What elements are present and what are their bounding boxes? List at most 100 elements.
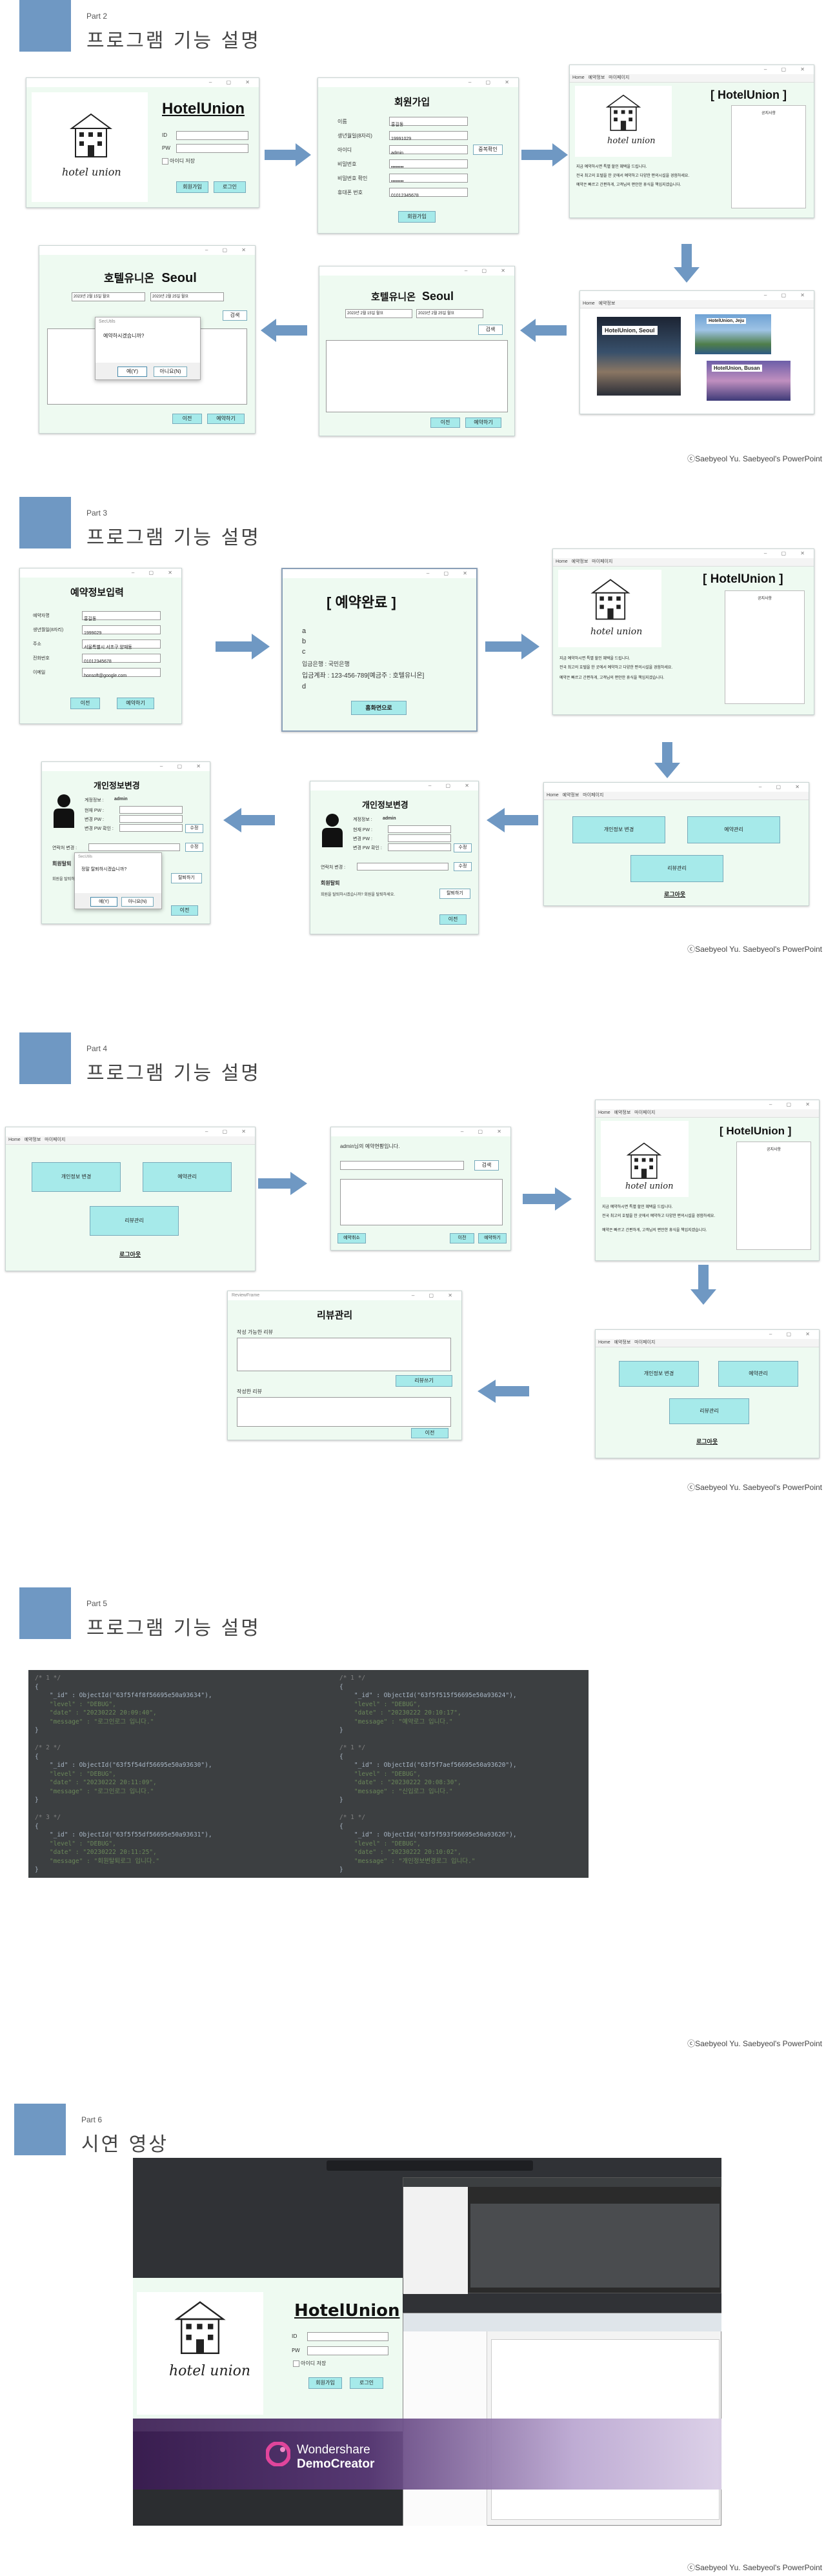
manage-reservation-button[interactable]: 예약관리	[687, 816, 780, 843]
home-button[interactable]: 홈화면으로	[351, 701, 407, 715]
prev-button[interactable]: 이전	[439, 914, 467, 925]
withdraw-button[interactable]: 탈퇴하기	[171, 873, 202, 883]
id-input[interactable]	[176, 131, 248, 140]
window-controls[interactable]: – ▢ ✕	[426, 570, 474, 576]
menu-home[interactable]: Home	[598, 1111, 610, 1115]
phone-field[interactable]: 01012345678	[389, 188, 468, 198]
logout-link[interactable]: 로그아웃	[696, 1438, 718, 1445]
id-field[interactable]: admin	[389, 145, 468, 156]
reserve-email-field[interactable]: honsoft@google.com	[82, 668, 161, 678]
check-duplicate-button[interactable]: 중복확인	[473, 145, 503, 155]
menu-reserve[interactable]: 예약정보	[614, 1340, 631, 1345]
pw-input[interactable]	[176, 144, 248, 153]
pw-confirm-field[interactable]: ••••••••	[389, 174, 468, 184]
window-controls[interactable]: – ▢ ✕	[758, 784, 806, 790]
dialog-no-button[interactable]: 아니요(N)	[154, 367, 187, 377]
result-list[interactable]	[326, 340, 508, 412]
phone-modify-button[interactable]: 수정	[185, 843, 203, 852]
manage-reservation-button[interactable]: 예약관리	[718, 1361, 798, 1387]
login-button[interactable]: 로그인	[214, 181, 246, 193]
menu-reserve[interactable]: 예약정보	[24, 1138, 41, 1142]
menu-home[interactable]: Home	[572, 75, 585, 80]
current-pw-field[interactable]	[119, 806, 183, 814]
confirm-pw-field[interactable]	[119, 824, 183, 832]
prev-button[interactable]: 이전	[450, 1233, 474, 1243]
confirm-pw-field[interactable]	[388, 843, 451, 851]
date-from-select[interactable]: 2023년 2월 15일 월요	[345, 309, 412, 318]
window-controls[interactable]: – ▢ ✕	[769, 1102, 816, 1107]
window-controls[interactable]: – ▢ ✕	[131, 570, 179, 576]
menu-home[interactable]: Home	[8, 1138, 21, 1142]
pw-field[interactable]: ••••••••	[389, 159, 468, 170]
reserve-button[interactable]: 예약하기	[117, 698, 154, 709]
withdraw-button[interactable]: 탈퇴하기	[439, 889, 470, 899]
reserve-button[interactable]: 예약하기	[207, 414, 245, 424]
menu-home[interactable]: Home	[583, 301, 595, 306]
edit-profile-button[interactable]: 개인정보 변경	[619, 1361, 699, 1387]
reservation-list[interactable]	[340, 1179, 503, 1225]
new-pw-field[interactable]	[388, 834, 451, 842]
login-button[interactable]: 로그인	[350, 2377, 383, 2389]
cancel-reservation-button[interactable]: 예약취소	[337, 1233, 366, 1243]
reserve-button[interactable]: 예약하기	[465, 418, 501, 428]
window-controls[interactable]: – ▢ ✕	[205, 247, 252, 253]
hotel-jeju-card[interactable]: HotelUnion, Jeju	[695, 314, 771, 354]
remember-checkbox[interactable]	[162, 158, 168, 165]
phone-field[interactable]	[88, 843, 180, 851]
window-controls[interactable]: – ▢ ✕	[208, 79, 256, 85]
menu-mypage[interactable]: 마이페이지	[634, 1111, 656, 1115]
pw-modify-button[interactable]: 수정	[454, 843, 472, 852]
signup-button[interactable]: 회원가입	[176, 181, 208, 193]
menu-home[interactable]: Home	[598, 1340, 610, 1345]
logout-link[interactable]: 로그아웃	[664, 891, 686, 898]
prev-button[interactable]: 이전	[430, 418, 460, 428]
reserve-name-field[interactable]: 홍길동	[82, 611, 161, 621]
manage-reservation-button[interactable]: 예약관리	[143, 1162, 232, 1192]
signup-button[interactable]: 회원가입	[308, 2377, 342, 2389]
phone-modify-button[interactable]: 수정	[454, 862, 472, 871]
reserve-button[interactable]: 예약하기	[478, 1233, 507, 1243]
date-to-select[interactable]: 2023년 2월 25일 월요	[416, 309, 483, 318]
hotel-busan-card[interactable]: HotelUnion, Busan	[707, 361, 791, 401]
menu-reserve[interactable]: 예약정보	[562, 793, 579, 798]
window-controls[interactable]: – ▢ ✕	[460, 1129, 508, 1134]
menu-mypage[interactable]: 마이페이지	[592, 559, 613, 564]
window-controls[interactable]: – ▢ ✕	[411, 1293, 459, 1298]
date-from-select[interactable]: 2023년 2월 15일 월요	[72, 292, 145, 301]
id-input[interactable]	[307, 2332, 388, 2341]
menu-mypage[interactable]: 마이페이지	[609, 75, 630, 80]
pw-modify-button[interactable]: 수정	[185, 824, 203, 833]
review-manage-button[interactable]: 리뷰관리	[90, 1206, 179, 1236]
edit-profile-button[interactable]: 개인정보 변경	[572, 816, 665, 843]
dialog-yes-button[interactable]: 예(Y)	[90, 897, 117, 907]
reserve-phone-field[interactable]: 01012345678	[82, 654, 161, 664]
menu-mypage[interactable]: 마이페이지	[583, 793, 604, 798]
menu-reserve[interactable]: 예약정보	[614, 1111, 631, 1115]
window-controls[interactable]: – ▢ ✕	[763, 550, 811, 556]
menu-mypage[interactable]: 마이페이지	[634, 1340, 656, 1345]
review-manage-button[interactable]: 리뷰관리	[669, 1398, 749, 1424]
pw-input[interactable]	[307, 2346, 388, 2355]
window-controls[interactable]: – ▢ ✕	[769, 1331, 816, 1337]
date-to-select[interactable]: 2023년 2월 25일 월요	[150, 292, 224, 301]
window-controls[interactable]: – ▢ ✕	[763, 66, 811, 72]
signup-submit-button[interactable]: 회원가입	[398, 211, 436, 223]
window-controls[interactable]: – ▢ ✕	[428, 783, 476, 789]
menu-home[interactable]: Home	[547, 793, 559, 798]
menu-mypage[interactable]: 마이페이지	[45, 1138, 66, 1142]
written-review-list[interactable]	[237, 1397, 451, 1427]
search-button[interactable]: 검색	[223, 310, 247, 321]
window-controls[interactable]: – ▢ ✕	[464, 268, 512, 274]
name-field[interactable]: 홍길동	[389, 117, 468, 127]
review-manage-button[interactable]: 리뷰관리	[630, 855, 723, 882]
prev-button[interactable]: 이전	[171, 905, 198, 916]
prev-button[interactable]: 이전	[70, 698, 100, 709]
window-controls[interactable]: – ▢ ✕	[763, 292, 811, 298]
reserve-address-field[interactable]: 서울특별시 서초구 양재동	[82, 639, 161, 650]
window-controls[interactable]: – ▢ ✕	[468, 79, 516, 85]
remember-checkbox[interactable]	[293, 2360, 299, 2367]
prev-button[interactable]: 이전	[172, 414, 202, 424]
window-controls[interactable]: – ▢ ✕	[159, 763, 207, 769]
dialog-yes-button[interactable]: 예(Y)	[117, 367, 147, 377]
prev-button[interactable]: 이전	[411, 1428, 448, 1438]
